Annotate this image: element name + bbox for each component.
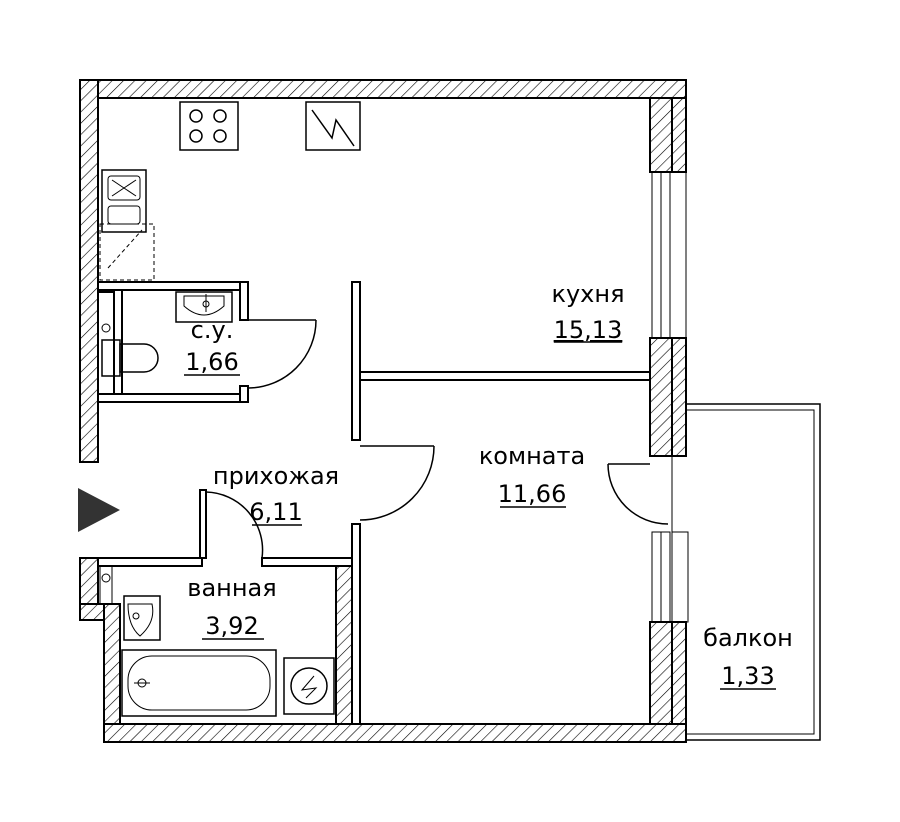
label-hallway: прихожая 6,11 [213,462,339,526]
washing-machine-icon [283,657,335,715]
entrance-arrow-icon [78,488,120,532]
balcony-area: 1,33 [721,662,774,690]
wc-area: 1,66 [185,348,238,376]
kitchen-name: кухня [551,280,624,308]
stove-icon [179,101,239,151]
kitchen-hall-wall [351,281,361,441]
label-bathroom: ванная 3,92 [187,574,276,640]
exterior-walls [79,79,687,743]
balcony-name: балкон [703,624,793,652]
label-room: комната 11,66 [479,442,585,508]
hallway-area: 6,11 [249,498,302,526]
toilet-icon [101,323,159,377]
wc-sink-icon [175,291,233,323]
balcony [671,403,821,741]
ventilation-duct-icon [305,101,361,151]
wc-bottom-wall [97,393,249,403]
wall-right-mid [649,337,673,457]
wall-left-upper [79,79,99,463]
wall-right-bottom-outer [671,621,687,725]
wall-right-mid-outer [671,337,687,457]
label-kitchen: кухня 15,13 [551,280,624,344]
room-name: комната [479,442,585,470]
wall-left-bath [103,603,121,725]
bath-top-wall-right [261,557,353,567]
bathroom-area: 3,92 [205,612,258,640]
label-wc: с.у. 1,66 [184,316,240,376]
doors [80,319,669,559]
wall-right-top [649,97,673,173]
sink-icon [99,169,155,281]
kitchen-area: 15,13 [554,316,623,344]
wall-bottom [103,723,687,743]
hallway-name: прихожая [213,462,339,490]
bath-sink-icon [99,565,161,641]
room-area: 11,66 [498,480,567,508]
wall-right-bottom [649,621,673,725]
wall-right-top-outer [671,97,687,173]
bath-top-wall-left [97,557,203,567]
wc-name: с.у. [191,316,234,344]
label-balcony: балкон 1,33 [703,624,793,690]
wall-top [79,79,687,99]
wc-top-wall [97,281,249,291]
windows [651,98,689,623]
bathroom-name: ванная [187,574,276,602]
bathtub-icon [121,649,277,717]
room-left-wall [351,523,361,725]
interior-walls [97,281,651,725]
kitchen-room-wall [359,371,651,381]
